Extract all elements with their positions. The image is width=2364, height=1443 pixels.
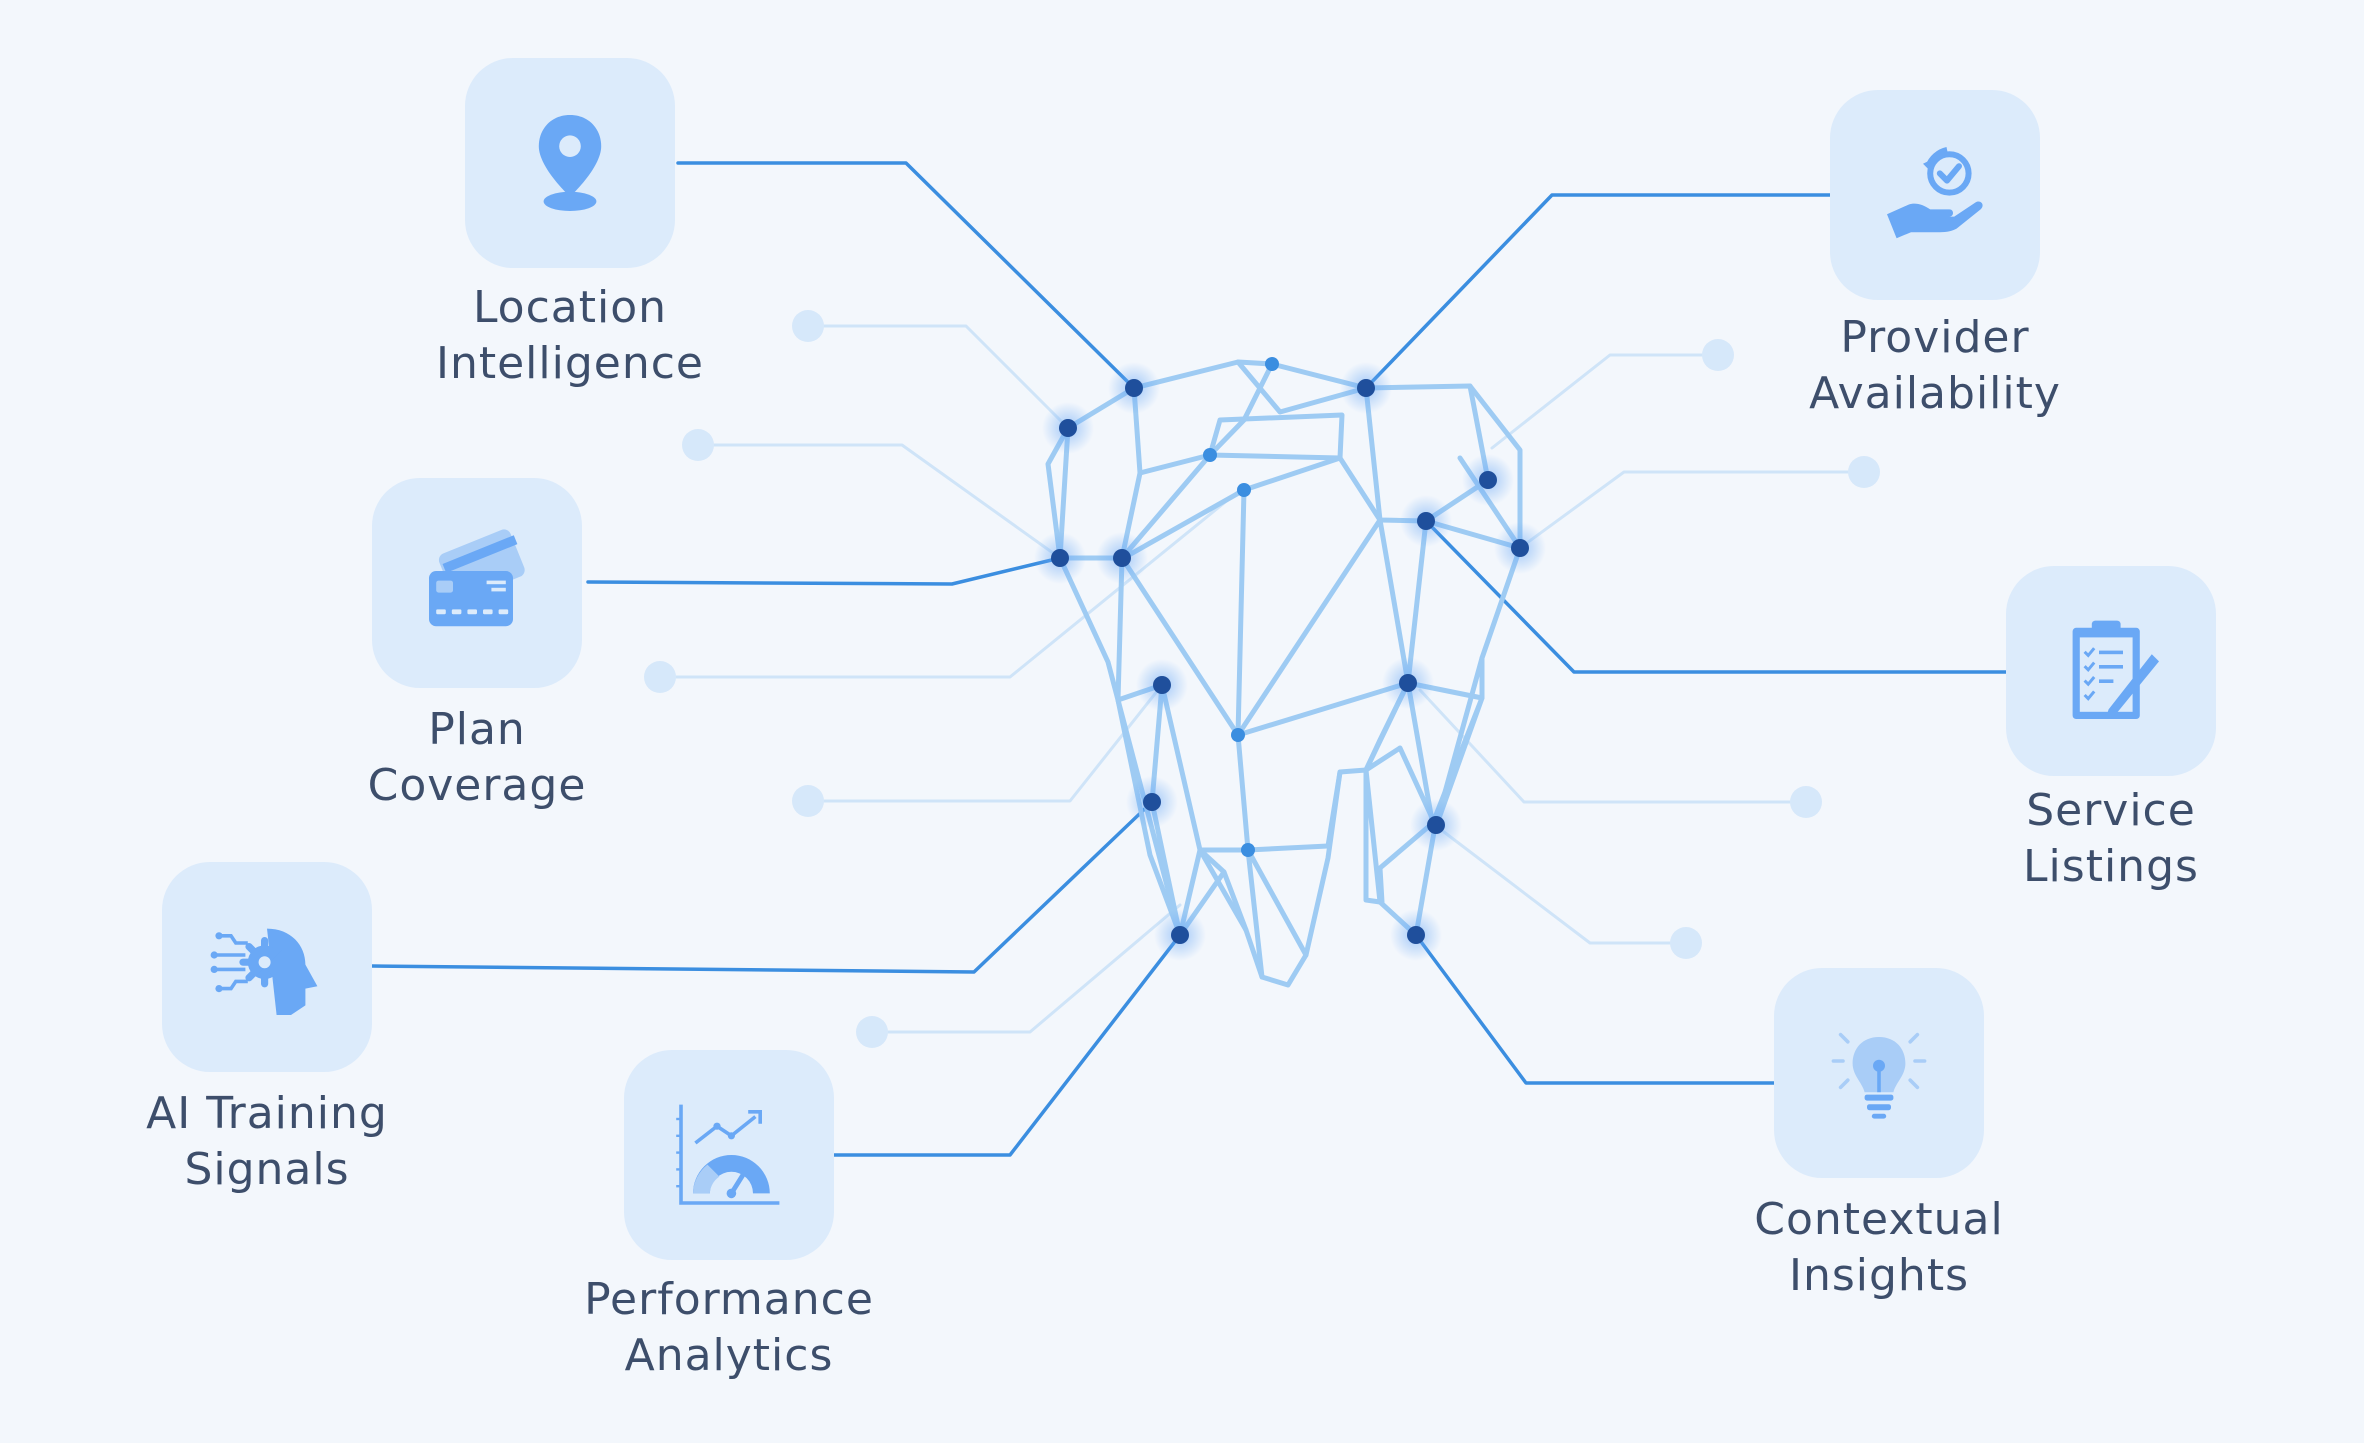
contextual-label-line1: Contextual: [1754, 1194, 2004, 1245]
faint-lead: [1490, 353, 1720, 450]
connector-provider: [1364, 193, 1832, 390]
ai-label-line2: Signals: [184, 1144, 350, 1195]
mesh-node: [1143, 793, 1161, 811]
performance-label: Performance Analytics: [519, 1272, 939, 1384]
service-label: Service Listings: [1901, 783, 2321, 895]
mesh-node: [1153, 676, 1171, 694]
faint-lead: [658, 488, 1242, 679]
mesh-node: [1125, 379, 1143, 397]
faint-lead: [1442, 830, 1688, 945]
location-tile: [465, 58, 675, 268]
provider-label: Provider Availability: [1725, 310, 2145, 422]
faint-dot: [1702, 339, 1734, 371]
contextual-tile: [1774, 968, 1984, 1178]
provider-label-line1: Provider: [1840, 312, 2030, 363]
faint-dot: [856, 1016, 888, 1048]
analytics-gauge-icon: [676, 1104, 780, 1205]
mesh-node: [1357, 379, 1375, 397]
mesh-node: [1417, 512, 1435, 530]
faint-lead: [1418, 688, 1808, 804]
plan-label-line2: Coverage: [367, 760, 587, 811]
mesh-node: [1399, 674, 1417, 692]
ai-label-line1: AI Training: [146, 1088, 388, 1139]
clipboard-checklist-icon: [2072, 620, 2159, 719]
ai-head-gear-icon: [210, 928, 318, 1015]
ai-label: AI Training Signals: [57, 1086, 477, 1198]
location-label-line1: Location: [472, 282, 668, 333]
connector-location: [676, 161, 1136, 390]
faint-lead: [806, 324, 1070, 430]
plan-label-line1: Plan: [428, 704, 526, 755]
connector-performance: [832, 933, 1182, 1157]
faint-dot: [792, 785, 824, 817]
mesh-node-light: [1231, 728, 1245, 742]
ai-tile: [162, 862, 372, 1072]
location-label: Location Intelligence: [360, 280, 780, 392]
faint-dot: [682, 429, 714, 461]
lightbulb-icon: [1831, 1032, 1927, 1119]
mesh-node-light: [1241, 843, 1255, 857]
connector-ai: [370, 800, 1154, 974]
mesh-node: [1479, 471, 1497, 489]
mesh-node: [1113, 549, 1131, 567]
performance-label-line2: Analytics: [624, 1330, 834, 1381]
faint-dot: [1848, 456, 1880, 488]
mesh-node-light: [1203, 448, 1217, 462]
provider-label-line2: Availability: [1809, 368, 2061, 419]
faint-lead: [1518, 470, 1866, 550]
mesh-node: [1427, 816, 1445, 834]
faint-dot: [1670, 927, 1702, 959]
credit-card-icon: [429, 529, 525, 627]
location-label-line2: Intelligence: [435, 338, 704, 389]
mesh-node-light: [1237, 483, 1251, 497]
service-label-line2: Listings: [2023, 841, 2199, 892]
faint-dot: [644, 661, 676, 693]
provider-tile: [1830, 90, 2040, 300]
connector-service: [1424, 519, 2008, 674]
performance-label-line1: Performance: [584, 1274, 874, 1325]
mesh-node: [1059, 419, 1077, 437]
plan-label: Plan Coverage: [267, 702, 687, 814]
faint-dot: [792, 310, 824, 342]
mesh-node: [1407, 926, 1425, 944]
plan-tile: [372, 478, 582, 688]
location-pin-icon: [538, 115, 602, 211]
faint-dot: [1790, 786, 1822, 818]
mesh-node: [1051, 549, 1069, 567]
mesh-node: [1511, 539, 1529, 557]
contextual-label: Contextual Insights: [1669, 1192, 2089, 1304]
connector-plan: [586, 556, 1062, 586]
faint-lead: [696, 443, 1062, 560]
performance-tile: [624, 1050, 834, 1260]
mesh-node-light: [1265, 357, 1279, 371]
faint-lead: [806, 683, 1164, 803]
connector-contextual: [1414, 933, 1776, 1085]
service-tile: [2006, 566, 2216, 776]
hand-check-icon: [1887, 147, 1983, 239]
faint-lead: [870, 903, 1182, 1034]
service-label-line1: Service: [2026, 785, 2196, 836]
contextual-label-line2: Insights: [1788, 1250, 1969, 1301]
mesh-node: [1171, 926, 1189, 944]
